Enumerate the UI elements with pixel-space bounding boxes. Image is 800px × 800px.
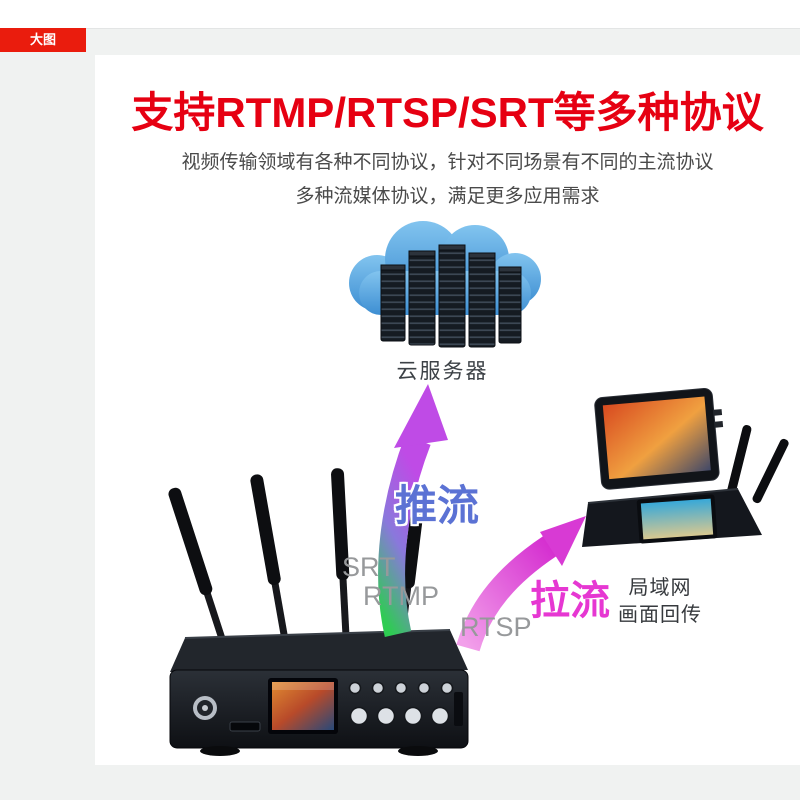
encoder-screen	[268, 678, 338, 734]
protocol-label-rtmp: RTMP	[363, 581, 440, 611]
cloud-servers-illustration	[335, 213, 550, 353]
receiver-antennas	[726, 425, 789, 504]
bnc-connector	[193, 696, 217, 720]
push-stream-label: 推流	[395, 482, 480, 529]
pull-stream-arrow	[452, 498, 592, 658]
receiver-monitor-illustration	[580, 385, 790, 575]
subtitle-line-1: 视频传输领域有各种不同协议，针对不同场景有不同的主流协议	[181, 152, 714, 173]
pull-stream-label: 拉流	[530, 579, 610, 623]
sd-card-slot	[454, 692, 463, 726]
upper-monitor	[594, 388, 724, 490]
antenna-array	[168, 468, 426, 650]
encoder-device-illustration	[150, 458, 480, 760]
server-racks	[380, 244, 522, 348]
protocol-label-srt: SRT	[342, 552, 396, 582]
control-buttons	[348, 681, 454, 726]
subtitle-line-2: 多种流媒体协议，满足更多应用需求	[295, 186, 600, 207]
page-title: 支持RTMP/RTSP/SRT等多种协议	[131, 89, 764, 136]
protocol-label-rtsp: RTSP	[460, 612, 532, 642]
large-image-badge[interactable]: 大图	[0, 28, 86, 52]
hdmi-port	[229, 721, 261, 732]
receiver-label-line-1: 局域网	[628, 577, 692, 599]
receiver-dock	[582, 488, 762, 547]
cloud-server-label: 云服务器	[396, 360, 489, 383]
infographic-canvas: 支持RTMP/RTSP/SRT等多种协议 视频传输领域有各种不同协议，针对不同场…	[95, 55, 800, 765]
receiver-label-line-2: 画面回传	[618, 604, 702, 626]
top-strip	[0, 0, 800, 29]
push-stream-arrow	[368, 382, 468, 642]
